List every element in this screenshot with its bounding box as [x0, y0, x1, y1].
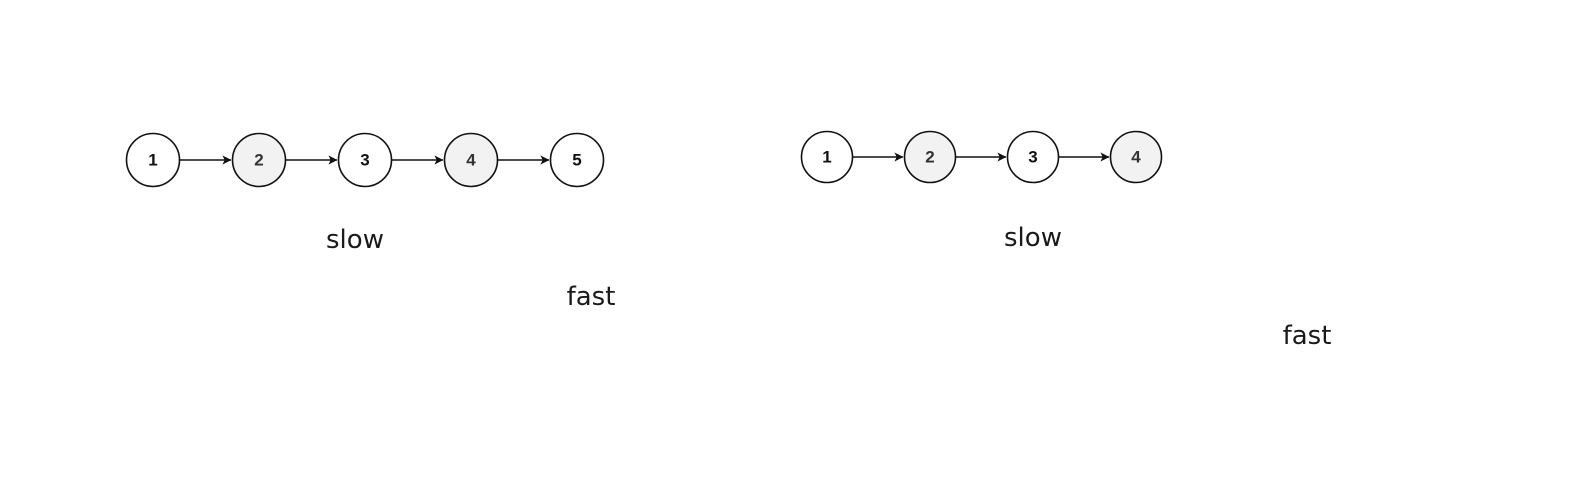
node-label: 3: [360, 150, 369, 169]
slow-pointer-label: slow: [326, 225, 384, 255]
list-node-2: 2: [903, 130, 957, 184]
list-node-2: 2: [231, 132, 287, 188]
list-node-1: 1: [125, 132, 181, 188]
node-label: 2: [925, 147, 934, 166]
linked-list-even: 1 2 3 4 slow fast: [800, 130, 1332, 351]
list-node-5: 5: [549, 132, 605, 188]
node-label: 2: [254, 150, 263, 169]
linked-list-odd: 1 2 3 4 5 slow fast: [125, 132, 616, 312]
list-node-4: 4: [1109, 130, 1163, 184]
node-label: 5: [572, 150, 581, 169]
node-label: 1: [822, 147, 831, 166]
list-node-3: 3: [337, 132, 393, 188]
list-node-1: 1: [800, 130, 854, 184]
node-label: 3: [1028, 147, 1037, 166]
node-label: 4: [1131, 147, 1141, 166]
fast-pointer-label: fast: [1283, 321, 1332, 351]
slow-pointer-label: slow: [1004, 223, 1062, 253]
node-label: 4: [466, 150, 476, 169]
node-label: 1: [148, 150, 157, 169]
fast-pointer-label: fast: [567, 282, 616, 312]
list-node-3: 3: [1006, 130, 1060, 184]
list-node-4: 4: [443, 132, 499, 188]
